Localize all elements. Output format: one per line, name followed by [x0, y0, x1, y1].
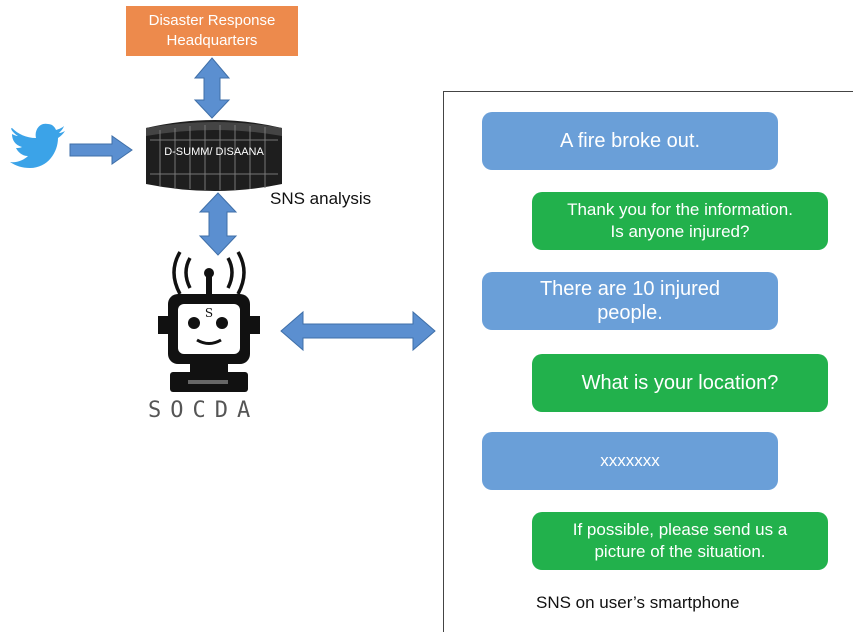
chat-message-user: A fire broke out. — [482, 112, 778, 170]
phone-caption: SNS on user’s smartphone — [536, 593, 740, 612]
server-label-wrapper: D-SUMM/ DISAANA — [146, 118, 282, 178]
headquarters-label-line2: Headquarters — [166, 32, 258, 49]
server-icon — [146, 120, 282, 191]
chat-message-bot: What is your location? — [532, 354, 828, 412]
twitter-bird-icon — [10, 123, 65, 168]
message-line1: There are 10 injured — [539, 278, 721, 300]
robot-phone-double-arrow — [280, 310, 436, 352]
chat-message-user: xxxxxxx — [482, 432, 778, 490]
chat-message-bot: If possible, please send us a picture of… — [532, 512, 828, 570]
svg-text:S: S — [205, 306, 213, 320]
server-label: D-SUMM/ DISAANA — [164, 146, 264, 158]
message-line1: Thank you for the information. — [567, 200, 793, 219]
robot-icon: S — [158, 251, 260, 392]
sns-analysis-label: SNS analysis — [270, 189, 372, 208]
message-line1: If possible, please send us a — [572, 520, 788, 539]
message-line2: picture of the situation. — [594, 542, 766, 561]
chat-message-bot: Thank you for the information. Is anyone… — [532, 192, 828, 250]
message-line1: What is your location? — [581, 372, 779, 394]
headquarters-label-line1: Disaster Response — [148, 12, 276, 29]
hq-server-double-arrow — [193, 57, 231, 119]
disaster-response-headquarters-box: Disaster Response Headquarters — [126, 6, 298, 56]
message-line1: xxxxxxx — [600, 451, 660, 470]
chat-message-user: There are 10 injured people. — [482, 272, 778, 330]
twitter-to-server-arrow — [69, 135, 133, 165]
message-line2: people. — [597, 302, 663, 324]
server-robot-double-arrow — [198, 192, 238, 256]
message-line2: Is anyone injured? — [610, 222, 750, 241]
message-line1: A fire broke out. — [559, 129, 701, 152]
robot-name-label: SOCDA — [148, 398, 260, 423]
